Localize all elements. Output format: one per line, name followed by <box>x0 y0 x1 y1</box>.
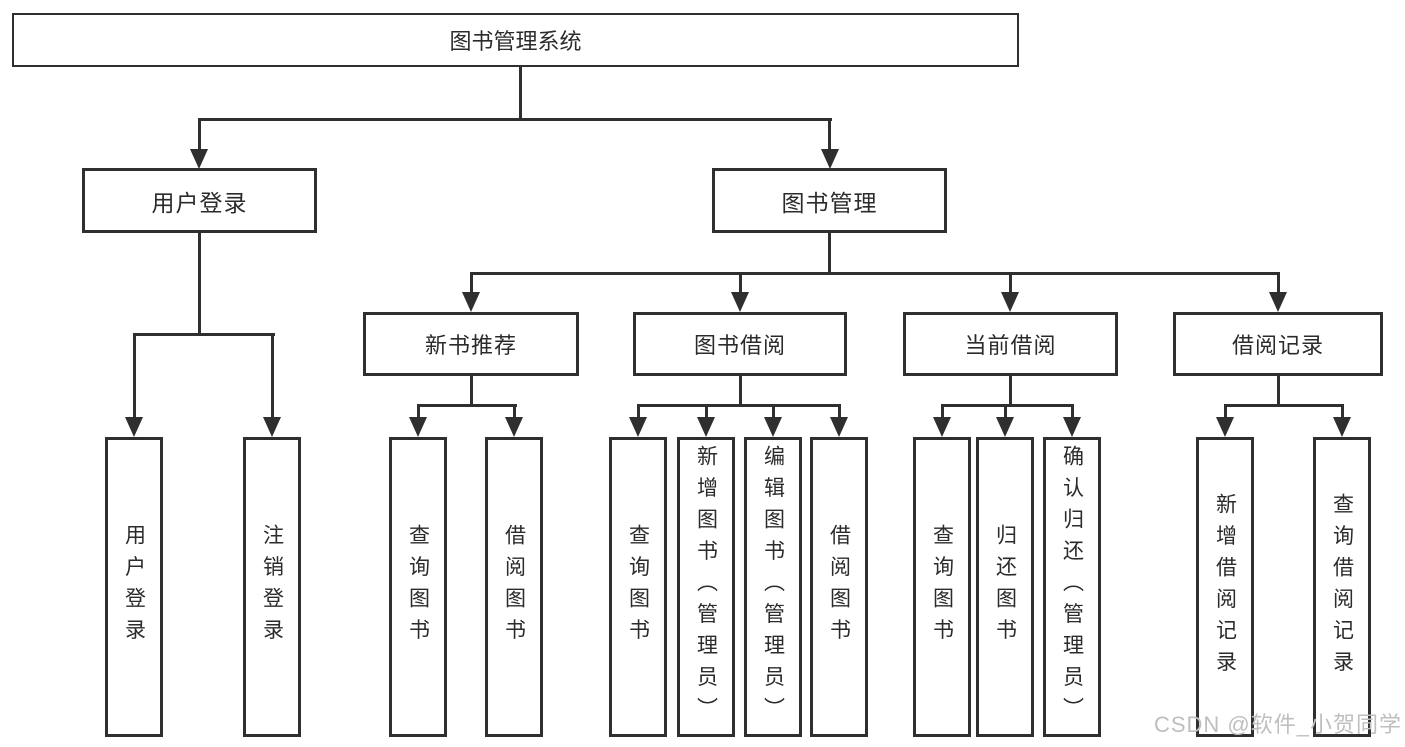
node-root: 图书管理系统 <box>12 13 1019 67</box>
node-new-book-recommend: 新书推荐 <box>363 312 579 376</box>
connector-stub-section <box>1277 272 1280 294</box>
connector-root-stem <box>519 67 522 120</box>
node-user-login: 用户登录 <box>82 168 317 233</box>
connector-stub-leaf <box>1224 404 1227 419</box>
connector-split-borrow <box>637 404 841 407</box>
connector-stub-leaf <box>271 333 274 419</box>
leaf-label: 查询图书 <box>930 524 954 650</box>
leaf-label: 查询图书 <box>406 524 430 650</box>
node-current-borrow: 当前借阅 <box>903 312 1118 376</box>
connector-stub-leaf <box>1341 404 1344 419</box>
node-book-management: 图书管理 <box>712 168 947 233</box>
connector-section-stem <box>1009 376 1012 407</box>
leaf-label: 新增借阅记录 <box>1213 492 1237 682</box>
leaf-label: 用户登录 <box>122 524 146 650</box>
leaf-label: 查询图书 <box>626 524 650 650</box>
csdn-watermark: CSDN @软件_小贺同学 <box>1153 712 1402 737</box>
connector-stub-leaf <box>772 404 775 419</box>
connector-split-recommend <box>417 404 517 407</box>
connector-stub-book-management <box>828 118 831 151</box>
leaf-label: 查询借阅记录 <box>1330 492 1354 682</box>
connector-section-stem <box>739 376 742 407</box>
arrow-down <box>190 149 208 169</box>
arrow-down <box>1216 417 1234 437</box>
leaf-recommend-borrow-book: 借阅图书 <box>485 437 543 737</box>
connector-stub-leaf <box>1071 404 1074 419</box>
leaf-label: 借阅图书 <box>502 524 526 650</box>
leaf-borrow-borrow-book: 借阅图书 <box>810 437 868 737</box>
arrow-down <box>462 292 480 312</box>
leaf-record-query-borrow-record: 查询借阅记录 <box>1313 437 1371 737</box>
arrow-down <box>1269 292 1287 312</box>
leaf-label: 编辑图书（管理员） <box>761 445 785 729</box>
leaf-label: 借阅图书 <box>827 524 851 650</box>
leaf-record-add-borrow-record: 新增借阅记录 <box>1196 437 1254 737</box>
connector-stub-leaf <box>941 404 944 419</box>
connector-stub-leaf <box>838 404 841 419</box>
connector-split-user-login <box>133 333 275 336</box>
connector-split-level3 <box>470 272 1280 275</box>
leaf-label: 注销登录 <box>260 524 284 650</box>
arrow-down <box>996 417 1014 437</box>
arrow-down <box>830 417 848 437</box>
connector-split-level1 <box>198 118 832 121</box>
connector-book-management-stem <box>828 233 831 274</box>
leaf-label: 确认归还（管理员） <box>1060 445 1084 729</box>
arrow-down <box>409 417 427 437</box>
node-borrow-record: 借阅记录 <box>1173 312 1383 376</box>
node-book-borrow: 图书借阅 <box>633 312 847 376</box>
connector-section-stem <box>1277 376 1280 407</box>
connector-stub-leaf <box>513 404 516 419</box>
leaf-label: 新增图书（管理员） <box>694 445 718 729</box>
leaf-borrow-edit-book-admin: 编辑图书（管理员） <box>744 437 802 737</box>
connector-stub-leaf <box>1004 404 1007 419</box>
connector-stub-leaf <box>417 404 420 419</box>
leaf-user-login: 用户登录 <box>105 437 163 737</box>
arrow-down <box>697 417 715 437</box>
arrow-down <box>821 149 839 169</box>
connector-stub-section <box>1009 272 1012 294</box>
arrow-down <box>263 417 281 437</box>
arrow-down <box>1001 292 1019 312</box>
connector-stub-section <box>739 272 742 294</box>
connector-stub-leaf <box>637 404 640 419</box>
leaf-recommend-query-book: 查询图书 <box>389 437 447 737</box>
leaf-logout: 注销登录 <box>243 437 301 737</box>
arrow-down <box>505 417 523 437</box>
arrow-down <box>731 292 749 312</box>
leaf-borrow-query-book: 查询图书 <box>609 437 667 737</box>
arrow-down <box>933 417 951 437</box>
connector-stub-user-login <box>198 118 201 151</box>
arrow-down <box>764 417 782 437</box>
leaf-current-confirm-return-admin: 确认归还（管理员） <box>1043 437 1101 737</box>
connector-stub-leaf <box>705 404 708 419</box>
arrow-down <box>629 417 647 437</box>
connector-split-record <box>1224 404 1344 407</box>
arrow-down <box>1333 417 1351 437</box>
connector-section-stem <box>470 376 473 407</box>
leaf-current-return-book: 归还图书 <box>976 437 1034 737</box>
connector-stub-section <box>470 272 473 294</box>
connector-stub-leaf <box>133 333 136 419</box>
arrow-down <box>1063 417 1081 437</box>
leaf-borrow-add-book-admin: 新增图书（管理员） <box>677 437 735 737</box>
leaf-label: 归还图书 <box>993 524 1017 650</box>
arrow-down <box>125 417 143 437</box>
leaf-current-query-book: 查询图书 <box>913 437 971 737</box>
connector-user-login-stem <box>198 233 201 335</box>
connector-split-current <box>941 404 1074 407</box>
